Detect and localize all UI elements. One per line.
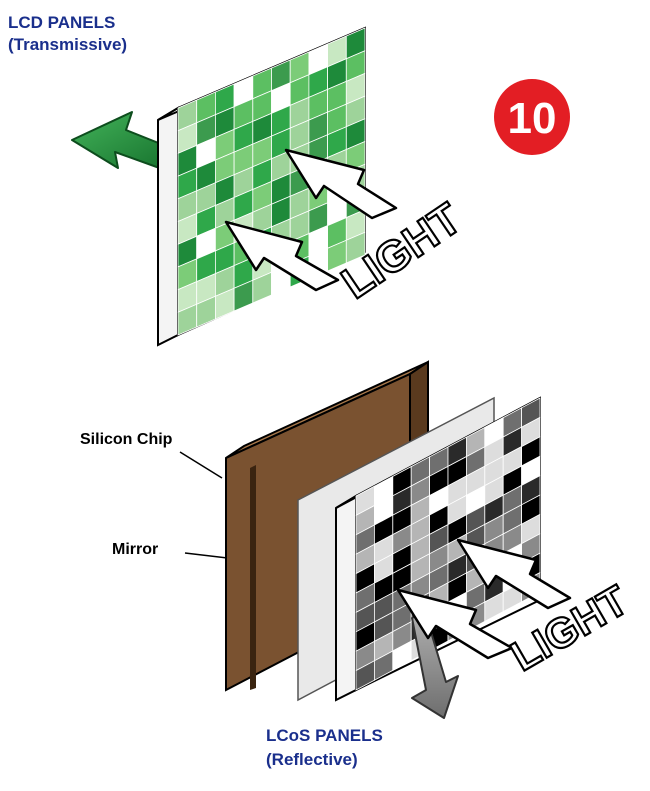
- lcos-incoming-light-arrow-2: [396, 588, 514, 660]
- bottom-title-line1: LCoS PANELS: [266, 726, 383, 745]
- top-title-line1: LCD PANELS: [8, 13, 115, 32]
- number-badge: 10: [494, 79, 570, 155]
- top-title-line2: (Transmissive): [8, 35, 127, 54]
- panel-pixel: [345, 231, 366, 264]
- bottom-title-line2: (Reflective): [266, 750, 358, 769]
- badge-number: 10: [508, 94, 557, 143]
- lcd-incoming-light-arrow-1: [284, 148, 398, 220]
- silicon-chip-leader: [179, 451, 223, 479]
- mirror-label: Mirror: [112, 541, 158, 558]
- lcd-incoming-light-arrow-2: [224, 220, 340, 292]
- silicon-chip-label: Silicon Chip: [80, 431, 173, 448]
- lcos-incoming-light-arrow-1: [456, 538, 572, 610]
